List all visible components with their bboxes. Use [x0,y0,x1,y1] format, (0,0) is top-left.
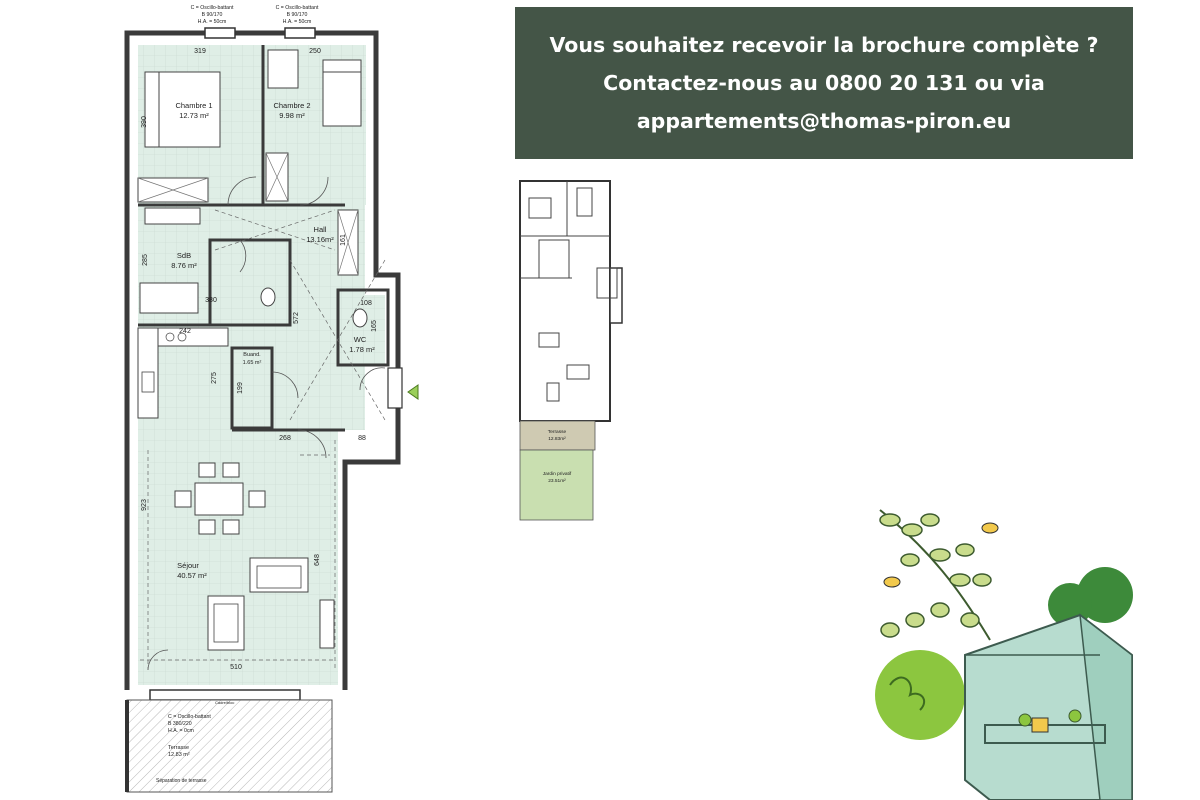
window-label-tr-1: C = Oscillo-battant [276,5,319,11]
terrasse-floor [126,699,333,793]
dim-88: 88 [358,435,366,442]
window-top-right [284,27,316,39]
dim-161: 161 [340,234,347,246]
wc-floor [345,295,385,365]
banner-line-3[interactable]: appartements@thomas-piron.eu [636,109,1012,133]
room-area-wc: 1.78 m² [349,345,375,354]
toilet-sdb [260,287,276,307]
mini-jardin [519,449,594,521]
window-label-b-2: B 380/220 [168,721,192,727]
room-name-sdb: SdB [177,251,191,260]
bathtub-sdb [139,282,199,314]
separation-label: Séparation de terrasse [156,778,207,784]
window-label-tl-3: H.A. = 50cm [198,19,227,25]
toilet-wc [352,308,368,328]
building-illustration [875,509,1133,800]
room-name-chambre2: Chambre 2 [273,101,310,110]
room-area-chambre1: 12.73 m² [179,111,209,120]
dim-268: 268 [279,435,291,442]
room-name-hall: Hall [314,225,327,234]
room-area-hall: 13.16m² [306,235,334,244]
window-label-b-3: H.A. = 0cm [168,728,194,734]
vanity-sdb [144,207,201,225]
mini-terrasse-area: 12.83m² [548,436,566,442]
dim-319: 319 [194,48,206,55]
dim-108: 108 [360,300,372,307]
mini-floor-plan: Terrasse 12.83m² Jardin privatif 23.51m² [519,180,623,521]
leaf-branch-icon [879,509,992,641]
window-bottom [149,689,301,701]
dim-923: 923 [141,499,148,511]
room-name-sejour: Séjour [177,561,199,570]
banner-line-1: Vous souhaitez recevoir la brochure comp… [549,33,1099,57]
window-top-left [204,27,236,39]
dim-275: 275 [211,372,218,384]
dim-510: 510 [230,664,242,671]
window-label-tr-3: H.A. = 50cm [283,19,312,25]
room-area-chambre2: 9.98 m² [279,111,305,120]
mini-jardin-area: 23.51m² [548,478,566,484]
dim-250: 250 [309,48,321,55]
dim-285: 285 [142,254,149,266]
room-area-cellier: 1.65 m² [243,360,262,366]
mini-jardin-name: Jardin privatif [543,471,572,477]
dim-390: 390 [141,116,148,128]
window-label-tr-2: B 90/170 [287,12,308,18]
mini-terrasse-name: Terrasse [548,429,567,435]
banner-line-2[interactable]: Contactez-nous au 0800 20 131 ou via [603,71,1045,95]
brochure-banner: Vous souhaitez recevoir la brochure comp… [515,7,1133,159]
room-area-sdb: 8.76 m² [171,261,197,270]
desk-chambre2 [267,49,299,89]
window-label-tl-1: C = Oscillo-battant [191,5,234,11]
dim-242: 242 [179,328,191,335]
dining-table [194,482,244,516]
window-label-tl-2: B 90/170 [202,12,223,18]
dim-199: 199 [237,382,244,394]
entry-arrow-icon [407,384,419,400]
floor-plan: C = Oscillo-battant B 90/170 H.A. = 50cm… [124,5,419,793]
kitchen-sink [141,371,155,393]
room-name-terrasse: Terrasse [168,745,189,751]
bee-icon [883,522,999,588]
ctrl-label: Cadre/bloc [215,700,234,705]
dim-572: 572 [293,312,300,324]
dim-165: 165 [371,320,378,332]
dim-380: 380 [205,297,217,304]
room-name-cellier: Buand. [243,352,261,358]
room-name-wc: WC [354,335,367,344]
room-area-sejour: 40.57 m² [177,571,207,580]
tv-unit [319,599,335,649]
room-name-chambre1: Chambre 1 [175,101,212,110]
window-label-b-1: C = Oscillo-battant [168,714,211,720]
mini-terrasse [519,420,596,451]
room-area-terrasse: 12.83 m² [168,752,190,758]
dim-648: 648 [314,554,321,566]
